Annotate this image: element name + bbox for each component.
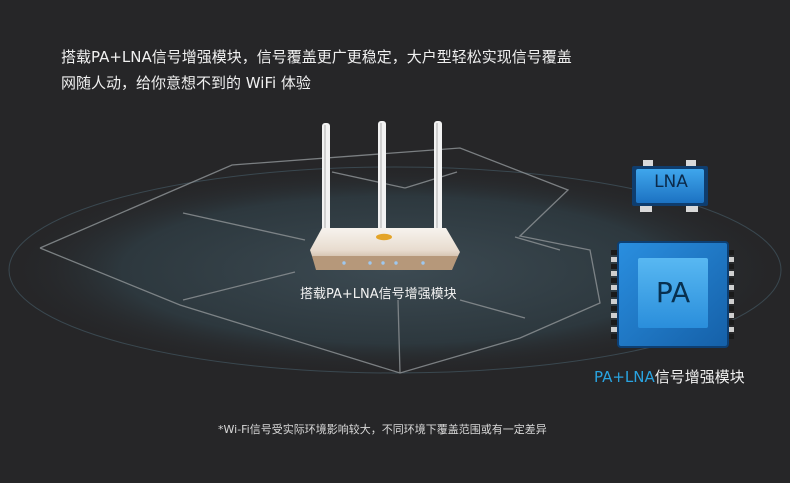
headline-line-1: 搭载PA+LNA信号增强模块，信号覆盖更广更稳定，大户型轻松实现信号覆盖 [61, 48, 572, 66]
lna-chip-label: LNA [654, 172, 688, 192]
router-caption: 搭载PA+LNA信号增强模块 [300, 287, 457, 302]
chip-caption-rest: 信号增强模块 [654, 368, 745, 386]
footnote: *Wi-Fi信号受实际环境影响较大，不同环境下覆盖范围或有一定差异 [218, 423, 547, 436]
headline-line-2: 网随人动，给你意想不到的 WiFi 体验 [61, 74, 311, 92]
coverage-ring [8, 166, 782, 374]
pa-chip-label: PA [655, 276, 691, 309]
lna-chip-icon [632, 160, 708, 212]
chip-caption-accent: PA+LNA [594, 368, 655, 386]
router-icon [310, 121, 460, 270]
pa-chip-icon [611, 241, 734, 348]
headline: 搭载PA+LNA信号增强模块，信号覆盖更广更稳定，大户型轻松实现信号覆盖 网随人… [61, 44, 621, 96]
chip-caption: PA+LNA信号增强模块 [594, 366, 745, 387]
